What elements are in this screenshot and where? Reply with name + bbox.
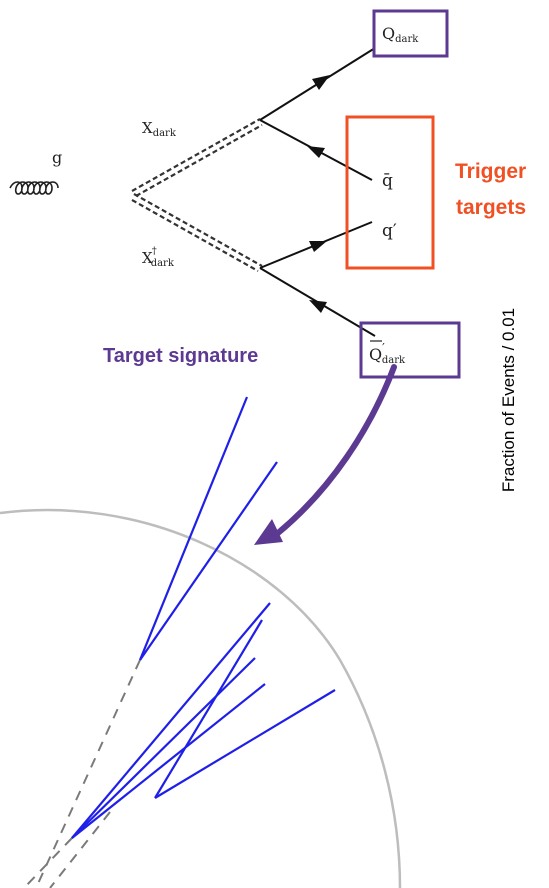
x-dark-dagger-label: X†dark <box>142 246 175 269</box>
detector-boundary-arc <box>0 508 402 888</box>
trigger-label-line1: Trigger <box>455 160 526 183</box>
jet-track <box>138 396 249 661</box>
jet-track <box>154 689 336 799</box>
qprime-label: q′ <box>382 221 397 241</box>
signature-arrowhead <box>254 519 283 545</box>
jet-track <box>71 683 266 839</box>
q-dark-box <box>372 9 449 58</box>
jet-track <box>154 619 263 799</box>
dashed-projections <box>23 659 141 888</box>
fermion-arrows <box>307 75 330 313</box>
gluon-line <box>9 181 59 195</box>
qbar-dark-prime-label: Q′dark <box>369 340 406 366</box>
x-dark-dagger-propagator <box>131 193 263 272</box>
x-dark-propagator <box>131 118 263 197</box>
trigger-targets-box <box>345 115 435 270</box>
qbar-dark-prime-box <box>359 321 461 379</box>
signature-arrow <box>275 364 397 536</box>
q-dark-label: Qdark <box>382 24 419 45</box>
svg-text:Q′dark: Q′dark <box>369 341 406 366</box>
x-dark-label: Xdark <box>142 119 177 139</box>
trigger-label-line2: targets <box>456 196 526 219</box>
jet-track <box>71 602 271 839</box>
gluon-label: g <box>52 148 62 167</box>
target-signature-label: Target signature <box>103 345 258 367</box>
qbar-label: q̄ <box>382 171 393 191</box>
jet-track <box>71 657 256 839</box>
jet-track <box>139 461 278 661</box>
jet-tracks <box>71 396 336 839</box>
fermion-lines <box>259 47 376 337</box>
